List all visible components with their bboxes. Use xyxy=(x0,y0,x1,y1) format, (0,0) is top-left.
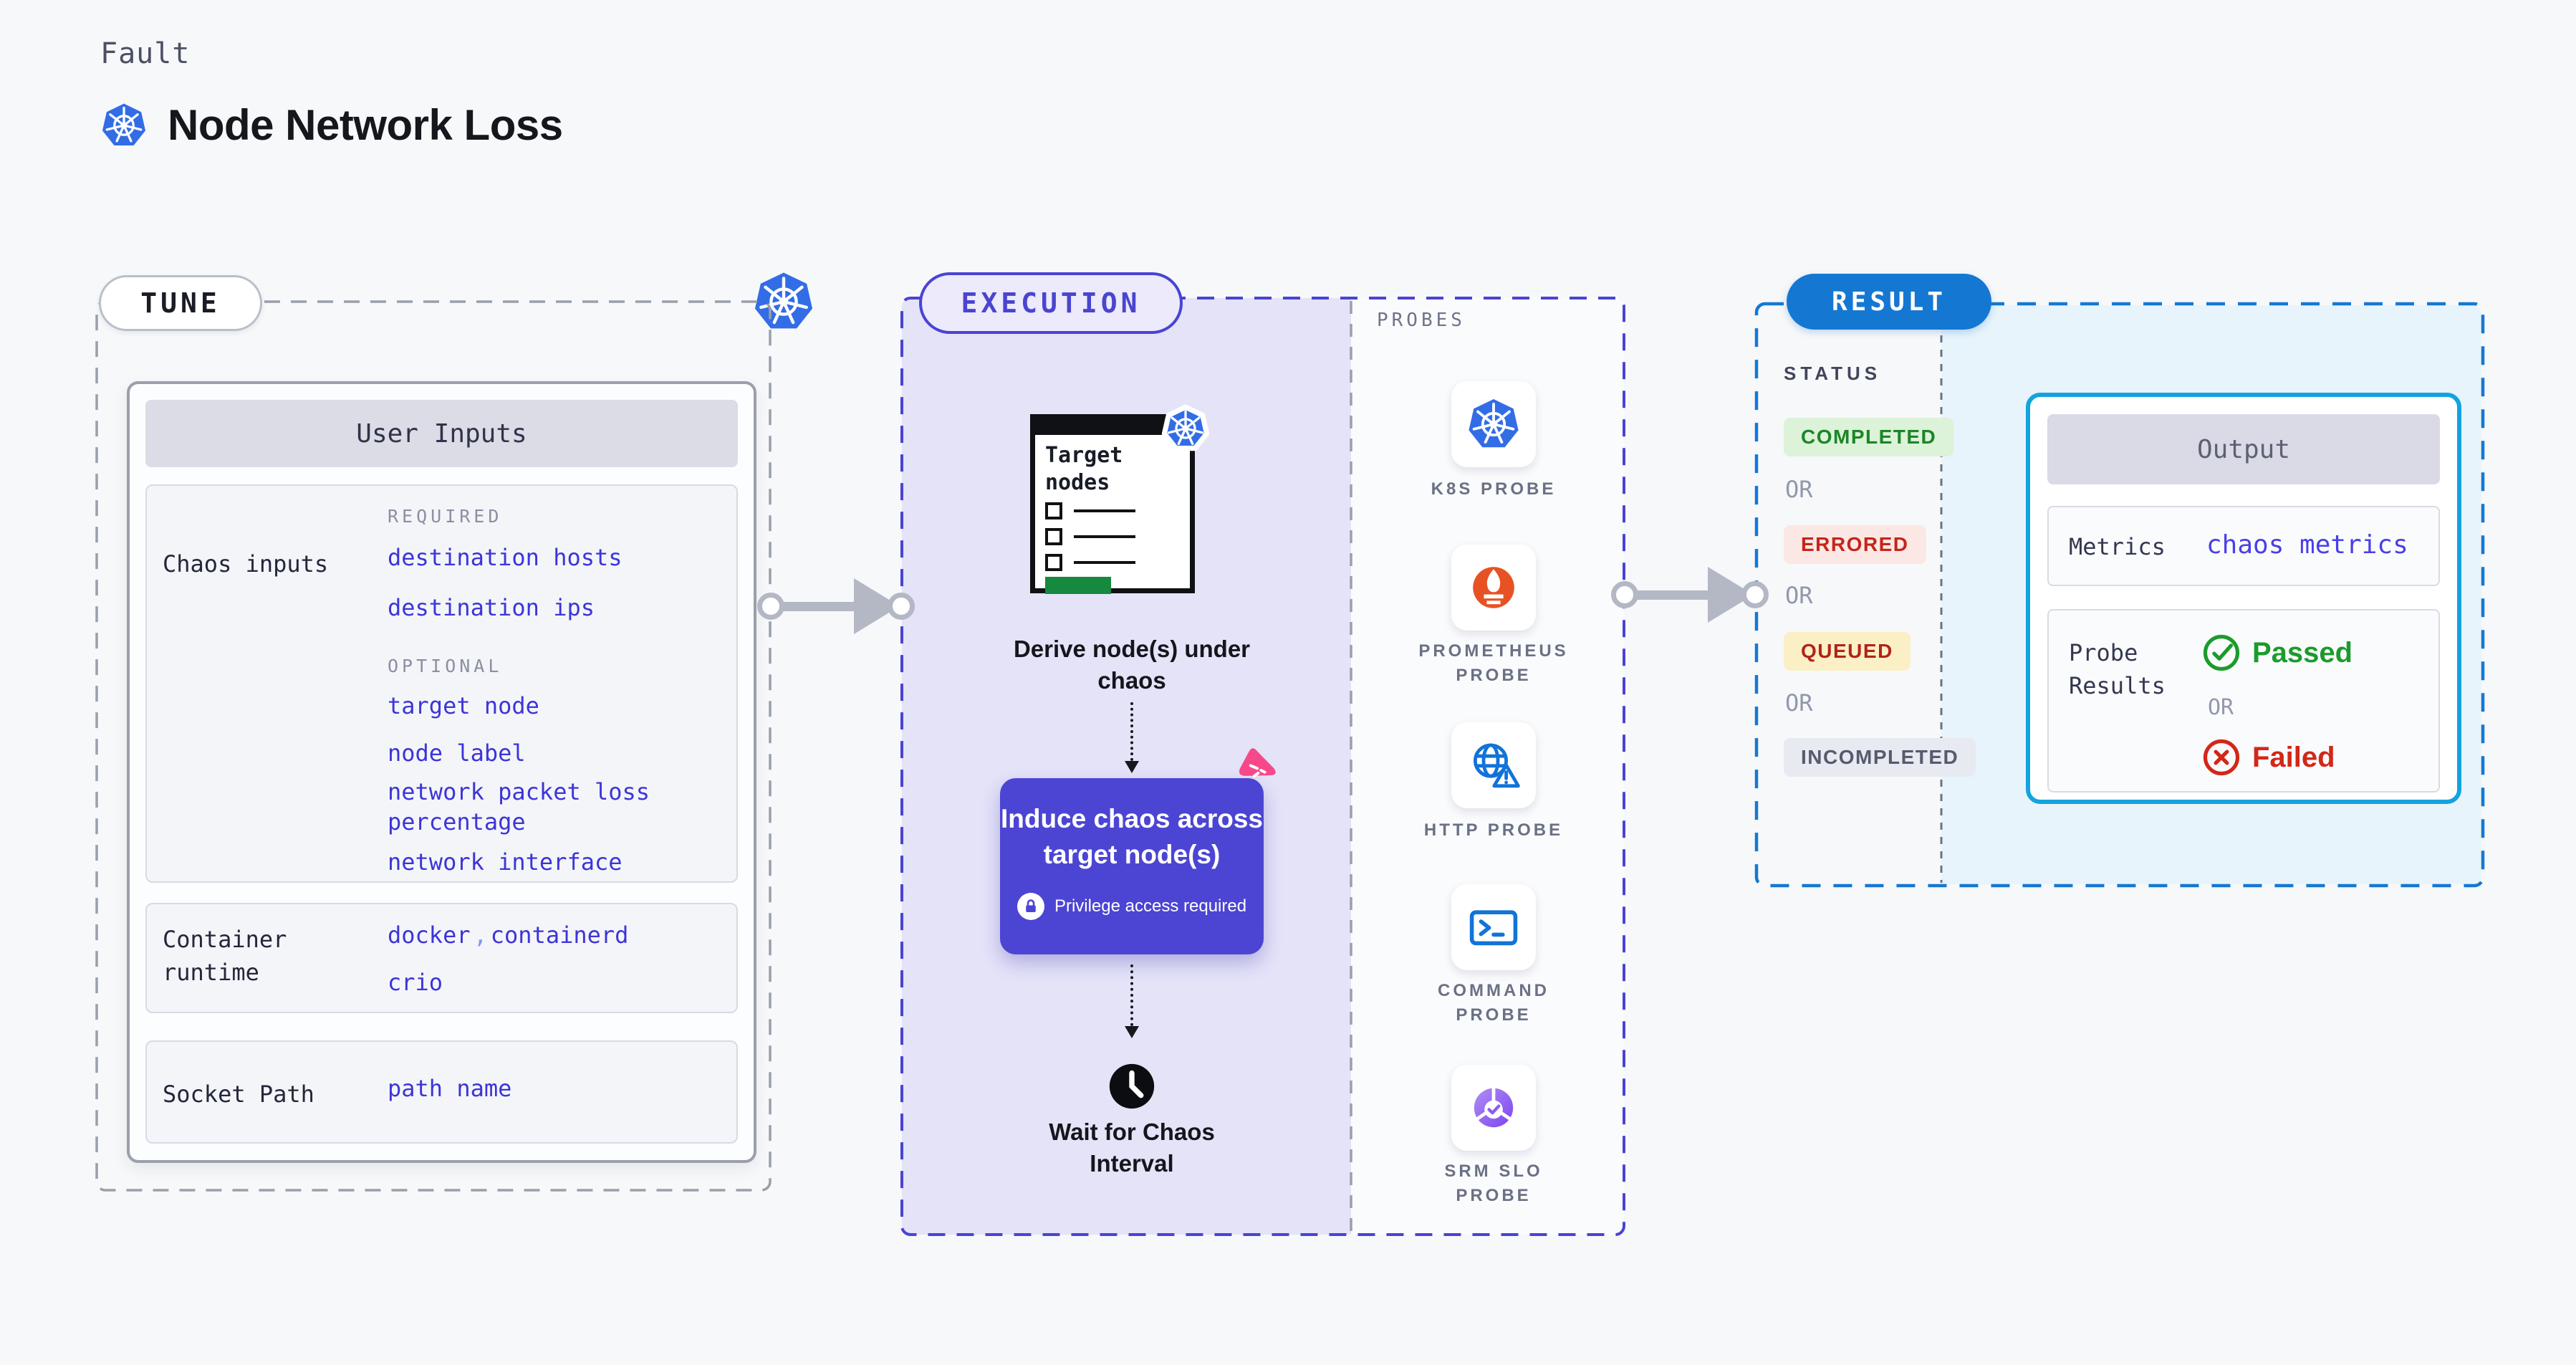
green-progress-bar xyxy=(1045,577,1111,594)
kubernetes-icon xyxy=(752,269,815,334)
slo-gauge-check-icon xyxy=(1465,1079,1522,1136)
induce-chaos-label: Induce chaos across target node(s) xyxy=(1000,804,1264,869)
link-path-name[interactable]: path name xyxy=(388,1075,512,1102)
tune-section-badge: TUNE xyxy=(99,275,262,331)
target-nodes-label: Target nodes xyxy=(1045,443,1123,495)
passed-result: Passed xyxy=(2202,633,2352,672)
connector-dot xyxy=(1741,581,1769,608)
socket-path-row: Socket Path path name xyxy=(145,1040,738,1144)
failed-result: Failed xyxy=(2202,738,2335,777)
privilege-access-note: Privilege access required xyxy=(1000,893,1264,920)
page-title: Node Network Loss xyxy=(168,101,563,149)
induce-chaos-box: Induce chaos across target node(s) Privi… xyxy=(1000,778,1264,954)
dotted-connector xyxy=(1130,964,1133,1026)
check-circle-icon xyxy=(2202,633,2241,672)
link-node-label[interactable]: node label xyxy=(388,739,526,767)
dotted-connector xyxy=(1130,702,1133,761)
status-badge-incompleted: INCOMPLETED xyxy=(1784,738,1976,777)
link-network-packet-loss-percentage[interactable]: network packet loss percentage xyxy=(388,778,650,835)
http-globe-warning-icon xyxy=(1465,737,1522,794)
arrow-head-icon xyxy=(1125,761,1139,773)
probe-card-command xyxy=(1451,884,1536,970)
fault-kicker: Fault xyxy=(100,37,191,70)
link-destination-hosts[interactable]: destination hosts xyxy=(388,544,623,571)
status-badge-errored: ERRORED xyxy=(1784,525,1926,564)
probes-title: PROBES xyxy=(1377,310,1466,331)
container-runtime-label: Container runtime xyxy=(163,926,287,986)
chaos-inputs-values: REQUIRED destination hosts destination i… xyxy=(388,506,724,877)
x-circle-icon xyxy=(2202,738,2241,777)
or-separator: OR xyxy=(1785,476,1813,503)
connector-dot xyxy=(1611,581,1638,608)
user-inputs-title: User Inputs xyxy=(145,400,738,467)
or-separator: OR xyxy=(1785,582,1813,609)
prometheus-icon xyxy=(1465,559,1522,616)
kubernetes-icon xyxy=(1158,400,1213,457)
status-badge-completed: COMPLETED xyxy=(1784,418,1954,456)
wait-interval-label: Wait for Chaos Interval xyxy=(1049,1119,1215,1177)
probe-results-label: Probe Results xyxy=(2069,639,2166,699)
output-card: Output Metrics chaos metrics Probe Resul… xyxy=(2026,393,2461,804)
probe-label: K8S PROBE xyxy=(1431,479,1557,499)
checkbox-row xyxy=(1045,554,1135,571)
probe-results-row: Probe Results Passed OR Failed xyxy=(2047,609,2440,792)
probe-label: PROMETHEUS PROBE xyxy=(1418,641,1569,685)
checkbox-row xyxy=(1045,528,1135,545)
link-crio[interactable]: crio xyxy=(388,969,443,996)
output-title: Output xyxy=(2047,414,2440,484)
lock-icon xyxy=(1017,893,1044,920)
socket-path-label: Socket Path xyxy=(163,1081,314,1108)
derive-nodes-label: Derive node(s) under chaos xyxy=(1013,636,1251,694)
link-target-node[interactable]: target node xyxy=(388,692,539,719)
clock-icon xyxy=(1107,1062,1156,1111)
link-docker[interactable]: docker xyxy=(388,921,471,949)
probe-card-k8s xyxy=(1451,381,1536,467)
probe-card-srm-slo xyxy=(1451,1065,1536,1151)
link-destination-ips[interactable]: destination ips xyxy=(388,594,595,621)
kubernetes-icon xyxy=(100,101,148,150)
user-inputs-card: User Inputs Chaos inputs REQUIRED destin… xyxy=(127,381,756,1163)
connector-dot xyxy=(757,593,784,620)
runtime-separator: , xyxy=(474,921,488,949)
chaos-inputs-row: Chaos inputs REQUIRED destination hosts … xyxy=(145,484,738,883)
execution-section-badge: EXECUTION xyxy=(919,272,1183,334)
metrics-label: Metrics xyxy=(2069,533,2166,560)
probe-label: COMMAND PROBE xyxy=(1438,981,1549,1025)
status-badge-queued: QUEUED xyxy=(1784,632,1911,671)
arrow-head-icon xyxy=(1125,1026,1139,1038)
container-runtime-row: Container runtime docker , containerd cr… xyxy=(145,903,738,1013)
metrics-row: Metrics chaos metrics xyxy=(2047,506,2440,586)
page-header: Node Network Loss xyxy=(100,100,563,150)
connector-dot xyxy=(888,593,915,620)
link-network-interface[interactable]: network interface xyxy=(388,848,623,876)
kubernetes-icon xyxy=(1466,397,1521,451)
result-section-badge: RESULT xyxy=(1787,274,1991,330)
link-containerd[interactable]: containerd xyxy=(490,921,629,949)
tune-to-execution-arrow xyxy=(771,602,857,611)
probe-label: HTTP PROBE xyxy=(1423,820,1564,840)
probe-card-http xyxy=(1451,722,1536,808)
chaos-metrics-link[interactable]: chaos metrics xyxy=(2206,530,2408,560)
terminal-icon xyxy=(1465,899,1522,956)
or-separator: OR xyxy=(1785,689,1813,717)
litmus-chaos-icon xyxy=(1234,747,1281,794)
probes-to-result-arrow xyxy=(1626,590,1711,600)
checkbox-row xyxy=(1045,502,1135,519)
probe-label: SRM SLO PROBE xyxy=(1444,1162,1543,1205)
status-heading: STATUS xyxy=(1784,363,1882,384)
probe-card-prometheus xyxy=(1451,545,1536,631)
required-label: REQUIRED xyxy=(388,506,503,527)
chaos-inputs-label: Chaos inputs xyxy=(163,550,329,578)
optional-label: OPTIONAL xyxy=(388,656,503,676)
or-separator: OR xyxy=(2208,695,2234,720)
